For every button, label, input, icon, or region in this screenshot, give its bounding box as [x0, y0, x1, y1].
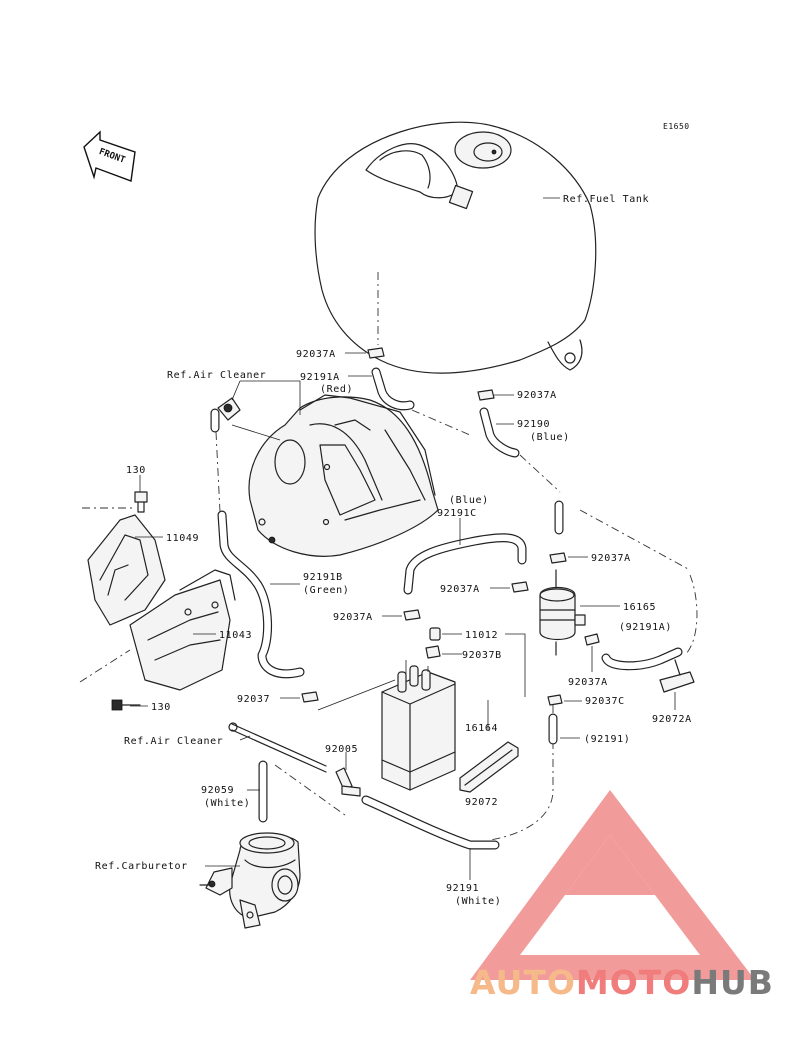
front-arrow-icon: FRONT	[83, 130, 136, 182]
label-92037B: 92037B	[462, 650, 502, 661]
bolt-130-top	[134, 491, 148, 513]
label-ref-carburetor: Ref.Carburetor	[95, 861, 188, 872]
label-92037A-right: 92037A	[591, 553, 631, 564]
label-11043: 11043	[219, 630, 252, 641]
label-green: (Green)	[303, 585, 349, 596]
clamp-92037A-blue	[477, 389, 495, 401]
label-92191B: 92191B	[303, 572, 343, 583]
label-white-b: (White)	[455, 896, 501, 907]
clamp-92037A-right	[549, 552, 567, 564]
label-11049: 11049	[166, 533, 199, 544]
label-white-a: (White)	[204, 798, 250, 809]
label-red: (Red)	[320, 384, 353, 395]
clamp-92037B	[425, 645, 441, 659]
label-blue-a: (Blue)	[530, 432, 570, 443]
fitting-92005	[335, 767, 361, 797]
bolt-130-bottom	[111, 699, 141, 711]
label-92037A-low: 92037A	[568, 677, 608, 688]
label-ref-fuel-tank: Ref.Fuel Tank	[563, 194, 649, 205]
label-blue-b: (Blue)	[449, 495, 489, 506]
clamp-92037C	[547, 694, 563, 706]
label-92037A-mid: 92037A	[440, 584, 480, 595]
label-92037A-left: 92037A	[333, 612, 373, 623]
label-92191A-red: 92191A	[300, 372, 340, 383]
label-92072A: 92072A	[652, 714, 692, 725]
canister-16164	[381, 665, 456, 791]
bracket-11049	[87, 514, 166, 626]
hose-92191B	[210, 408, 305, 679]
label-11012: 11012	[465, 630, 498, 641]
label-92190: 92190	[517, 419, 550, 430]
label-130-bottom: 130	[151, 702, 171, 713]
hose-92191A-right	[601, 647, 683, 671]
label-16165: 16165	[623, 602, 656, 613]
label-92059: 92059	[201, 785, 234, 796]
hose-92191C	[403, 533, 527, 595]
diagram-code: E1650	[663, 122, 690, 131]
clamp-92037A-low	[584, 633, 600, 646]
watermark-text: AUTOMOTOHUB	[470, 963, 774, 1002]
leader-air-cleaner	[240, 380, 301, 415]
label-92005: 92005	[325, 744, 358, 755]
fuel-tank	[314, 121, 597, 374]
label-92037A-tank: 92037A	[296, 349, 336, 360]
label-130-top: 130	[126, 465, 146, 476]
hose-92191-white	[361, 795, 500, 850]
hose-air-cleaner-lower	[228, 722, 327, 773]
label-16164: 16164	[465, 723, 498, 734]
hose-92190	[479, 407, 520, 458]
clamp-92037A-left	[403, 609, 421, 621]
strap-92072	[459, 741, 519, 793]
clamp-92037A-mid	[511, 581, 529, 593]
label-92191: 92191	[446, 883, 479, 894]
label-ref-air-cleaner-bottom: Ref.Air Cleaner	[124, 736, 223, 747]
label-92072: 92072	[465, 797, 498, 808]
bracket-11043	[129, 569, 236, 691]
air-cleaner	[217, 394, 439, 557]
watermark-logo: AUTOMOTOHUB	[470, 790, 774, 1002]
hose-92191A-red	[371, 367, 415, 411]
label-92037A-blue: 92037A	[517, 390, 557, 401]
clamp-92037	[301, 691, 319, 703]
label-92191-paren: (92191)	[584, 734, 630, 745]
filter-16165	[539, 569, 586, 656]
label-92037: 92037	[237, 694, 270, 705]
cap-11012	[429, 627, 441, 641]
carburetor	[199, 832, 301, 929]
strap-92072A	[659, 659, 695, 693]
label-92191A-paren: (92191A)	[619, 622, 672, 633]
label-ref-air-cleaner-top: Ref.Air Cleaner	[167, 370, 266, 381]
clamp-92037A-tank	[367, 347, 385, 359]
label-92191C: 92191C	[437, 508, 477, 519]
label-92037C: 92037C	[585, 696, 625, 707]
